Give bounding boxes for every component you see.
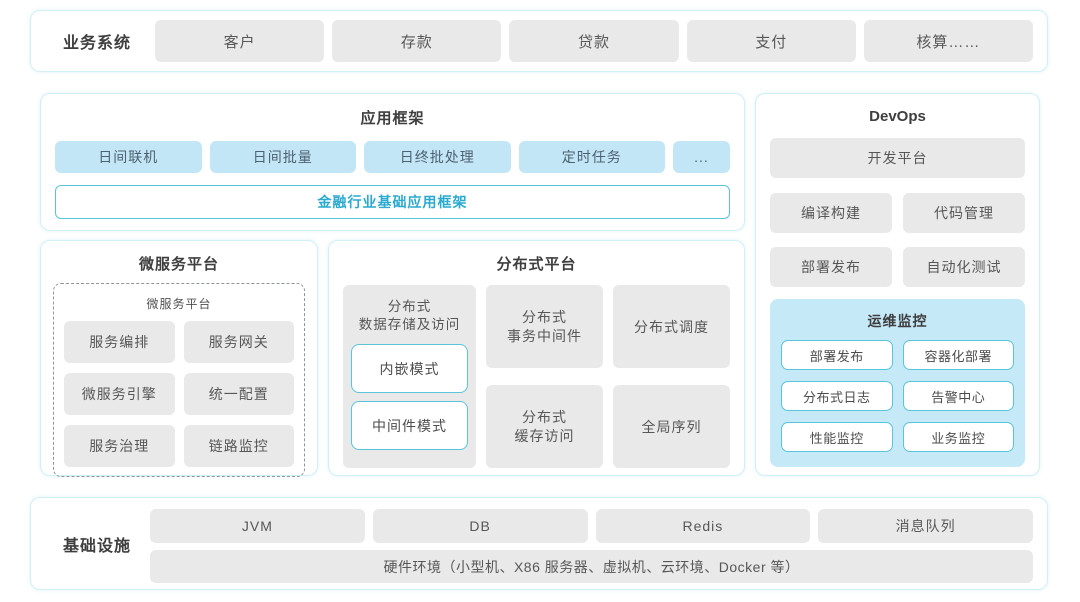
devops-dev-platform: 开发平台 [770,138,1025,178]
distributed-transaction-middleware: 分布式 事务中间件 [486,285,603,368]
app-framework-panel: 应用框架 日间联机 日间批量 日终批处理 定时任务 ... 金融行业基础应用框架 [40,93,745,231]
devops-item-automated-testing: 自动化测试 [903,247,1025,287]
distributed-column-middle: 分布式 事务中间件 分布式 缓存访问 [486,285,603,468]
business-systems-label: 业务系统 [62,35,131,52]
microservice-item-governance: 服务治理 [64,425,175,467]
ops-item-distributed-logging: 分布式日志 [781,381,893,411]
ops-item-alert-center: 告警中心 [902,381,1014,411]
ops-item-deploy-release: 部署发布 [781,340,893,370]
infrastructure-row: JVM DB Redis 消息队列 [150,509,1033,543]
infra-hardware-environment: 硬件环境（小型机、X86 服务器、虚拟机、云环境、Docker 等） [150,550,1033,583]
microservice-inner-container: 微服务平台 服务编排 服务网关 微服务引擎 统一配置 服务治理 链路监控 [53,283,305,477]
devops-item-code-management: 代码管理 [903,193,1025,233]
infrastructure-panel: 基础设施 JVM DB Redis 消息队列 硬件环境（小型机、X86 服务器、… [30,497,1048,590]
distributed-platform-panel: 分布式平台 分布式 数据存储及访问 内嵌模式 中间件模式 分布式 事务中间件 分… [328,240,745,476]
devops-grid: 编译构建 代码管理 部署发布 自动化测试 [770,193,1025,287]
business-system-item-accounting: 核算…… [863,20,1034,62]
devops-title: DevOps [869,108,926,125]
ops-monitoring-title: 运维监控 [867,313,928,329]
ops-item-performance-monitoring: 性能监控 [781,422,893,452]
microservice-platform-title: 微服务平台 [138,256,219,273]
infra-item-db: DB [372,509,588,543]
distributed-storage-box: 分布式 数据存储及访问 内嵌模式 中间件模式 [343,285,476,468]
global-sequence: 全局序列 [613,385,730,468]
storage-mode-embedded: 内嵌模式 [351,344,468,394]
distributed-platform-title: 分布式平台 [496,256,577,273]
microservice-inner-title: 微服务平台 [146,297,212,311]
distributed-scheduling: 分布式调度 [613,285,730,368]
devops-panel: DevOps 开发平台 编译构建 代码管理 部署发布 自动化测试 运维监控 部署… [755,93,1040,476]
ops-item-business-monitoring: 业务监控 [902,422,1014,452]
business-system-item-payment: 支付 [686,20,856,62]
microservice-item-orchestration: 服务编排 [64,321,175,363]
infrastructure-content: JVM DB Redis 消息队列 硬件环境（小型机、X86 服务器、虚拟机、云… [150,498,1033,589]
microservice-item-engine: 微服务引擎 [64,373,175,415]
app-framework-item-ellipsis: ... [673,141,730,173]
app-framework-row: 日间联机 日间批量 日终批处理 定时任务 ... [55,141,730,173]
microservice-item-unified-config: 统一配置 [183,373,294,415]
distributed-platform-content: 分布式 数据存储及访问 内嵌模式 中间件模式 分布式 事务中间件 分布式 缓存访… [343,285,730,468]
infrastructure-label: 基础设施 [62,537,131,555]
app-framework-item-daytime-online: 日间联机 [55,141,202,173]
ops-monitoring-panel: 运维监控 部署发布 容器化部署 分布式日志 告警中心 性能监控 业务监控 [770,299,1025,467]
microservice-grid: 服务编排 服务网关 微服务引擎 统一配置 服务治理 链路监控 [64,321,294,467]
infra-item-jvm: JVM [150,509,365,543]
business-systems-panel: 业务系统 客户 存款 贷款 支付 核算…… [30,10,1048,72]
storage-mode-middleware: 中间件模式 [351,401,468,451]
devops-item-deploy-release: 部署发布 [770,247,892,287]
app-framework-item-scheduled-tasks: 定时任务 [518,141,665,173]
devops-item-build: 编译构建 [770,193,892,233]
infra-item-redis: Redis [595,509,811,543]
microservice-item-trace-monitoring: 链路监控 [183,425,294,467]
app-framework-item-eod-batch: 日终批处理 [364,141,511,173]
app-framework-title: 应用框架 [360,110,425,127]
distributed-cache-access: 分布式 缓存访问 [486,385,603,468]
financial-base-framework-box: 金融行业基础应用框架 [55,185,730,219]
microservice-platform-panel: 微服务平台 微服务平台 服务编排 服务网关 微服务引擎 统一配置 服务治理 链路… [40,240,318,477]
app-framework-item-daytime-batch: 日间批量 [209,141,356,173]
distributed-column-right: 分布式调度 全局序列 [613,285,730,468]
infra-item-message-queue: 消息队列 [818,509,1033,543]
microservice-item-gateway: 服务网关 [183,321,294,363]
ops-item-containerized-deploy: 容器化部署 [902,340,1014,370]
distributed-storage-title: 分布式 数据存储及访问 [358,299,461,333]
ops-monitoring-grid: 部署发布 容器化部署 分布式日志 告警中心 性能监控 业务监控 [781,340,1014,452]
business-system-item-loan: 贷款 [509,20,679,62]
business-system-item-deposit: 存款 [332,20,502,62]
business-system-item-customer: 客户 [155,20,325,62]
